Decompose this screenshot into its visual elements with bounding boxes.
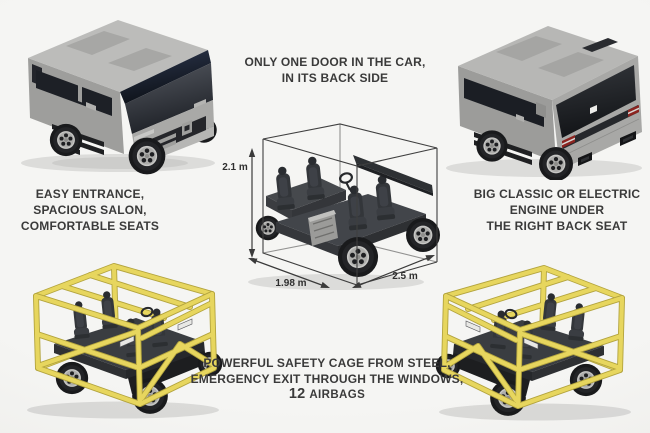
note-line: COMFORTABLE SEATS bbox=[20, 219, 160, 233]
roof-panel bbox=[353, 155, 433, 196]
van-exterior-front-figure bbox=[21, 20, 217, 175]
windshield-visor bbox=[120, 50, 211, 104]
cage-front-tubes bbox=[33, 291, 217, 407]
van-exterior-rear-figure bbox=[446, 26, 642, 180]
front-wheel bbox=[337, 236, 379, 278]
note-line: BIG CLASSIC OR ELECTRIC bbox=[473, 187, 641, 201]
length-dimension-label: 2.5 m bbox=[392, 271, 418, 282]
safety-cage-front-figure bbox=[27, 263, 223, 419]
side-wheel bbox=[476, 130, 508, 162]
door-handle bbox=[86, 102, 96, 111]
airbags-count: 12 bbox=[288, 386, 306, 402]
note-safety-cage: POWERFUL SAFETY CAGE FROM STEEL, EMERGEN… bbox=[185, 356, 469, 404]
width-dimension-label: 1.98 m bbox=[275, 278, 306, 289]
engine-block bbox=[308, 210, 338, 246]
dimensioned-chassis-figure: 2.1 m 1.98 m 2.5 m bbox=[222, 123, 440, 290]
note-line: EMERGENCY EXIT THROUGH THE WINDOWS, bbox=[190, 371, 464, 386]
steering-wheel bbox=[339, 172, 353, 191]
airbags-label: AIRBAGS bbox=[309, 389, 366, 401]
frame-plate bbox=[119, 335, 135, 348]
ground-shadow bbox=[27, 401, 219, 419]
note-line: ONLY ONE DOOR IN THE CAR, bbox=[244, 55, 426, 69]
side-wheel bbox=[49, 123, 83, 157]
front-wheel bbox=[128, 137, 166, 175]
note-line: POWERFUL SAFETY CAGE FROM STEEL, bbox=[203, 356, 451, 370]
bounding-box-wireframe bbox=[262, 123, 438, 286]
note-line: IN ITS BACK SIDE bbox=[281, 70, 389, 85]
rear-trim-band bbox=[562, 105, 639, 149]
van-roof bbox=[28, 20, 208, 92]
license-plate bbox=[590, 105, 597, 114]
windshield bbox=[125, 63, 213, 134]
height-dimension-label: 2.1 m bbox=[222, 162, 248, 173]
side-window-band bbox=[464, 78, 544, 127]
ground-shadow bbox=[21, 154, 215, 172]
note-line: THE RIGHT BACK SEAT bbox=[486, 219, 628, 233]
roof-vent bbox=[582, 38, 618, 52]
note-only-one-door: ONLY ONE DOOR IN THE CAR, IN ITS BACK SI… bbox=[225, 55, 445, 86]
note-easy-entrance: EASY ENTRANCE, SPACIOUS SALON, COMFORTAB… bbox=[0, 186, 180, 234]
right-wheel bbox=[406, 218, 440, 252]
note-line: EASY ENTRANCE, bbox=[35, 187, 145, 201]
side-mirror bbox=[536, 102, 546, 118]
note-line: SPACIOUS SALON, bbox=[33, 203, 147, 217]
side-window-band bbox=[36, 70, 112, 116]
headlight-strip bbox=[134, 129, 154, 141]
rear-window bbox=[556, 65, 636, 138]
door-handle bbox=[516, 114, 524, 122]
height-dimension-arrow bbox=[248, 148, 256, 258]
note-line: ENGINE UNDER bbox=[509, 203, 605, 217]
length-dimension-arrow bbox=[352, 255, 435, 288]
width-dimension-arrow bbox=[248, 258, 330, 288]
frame-plate bbox=[177, 318, 193, 331]
rear-wheel bbox=[539, 147, 573, 180]
note-engine-location: BIG CLASSIC OR ELECTRIC ENGINE UNDER THE… bbox=[464, 186, 650, 234]
steering-wheel bbox=[140, 306, 154, 318]
